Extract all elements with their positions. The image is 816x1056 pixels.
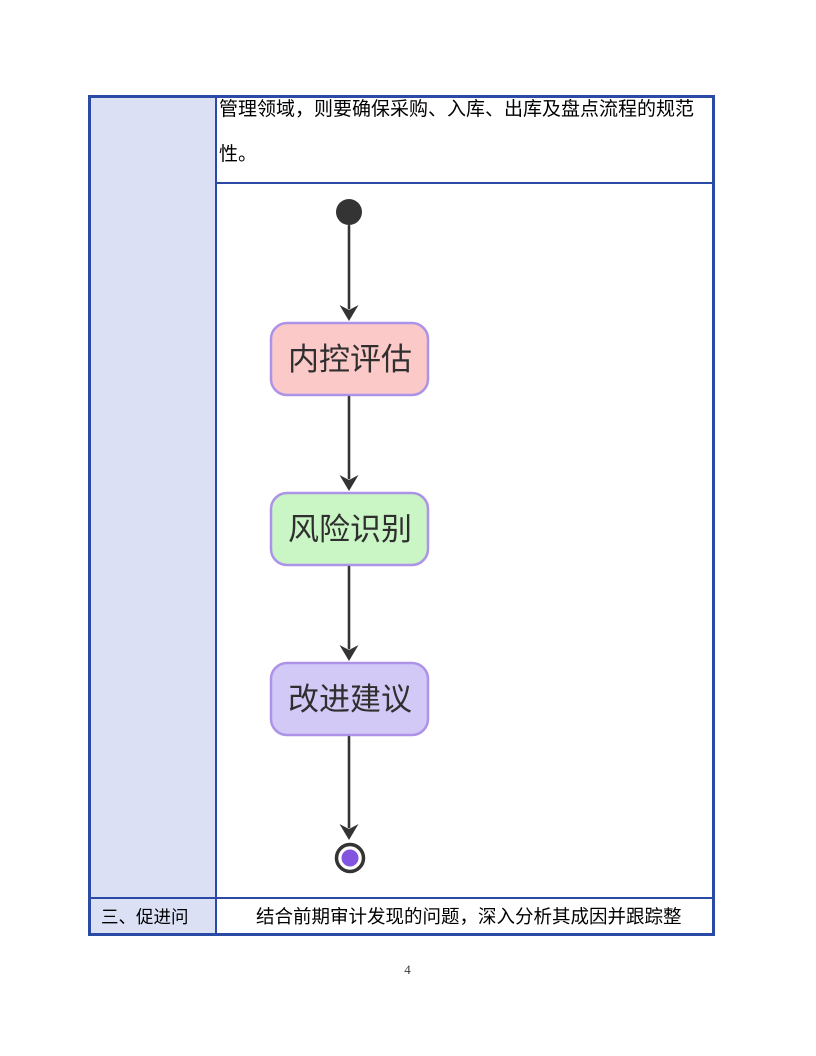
diagram-cell: 内控评估 风险识别 改进建议	[217, 184, 712, 897]
arrowhead-icon-2	[339, 475, 359, 491]
intro-paragraph: 管理领域，则要确保采购、入库、出库及盘点流程的规范 性。	[219, 98, 712, 177]
intro-text-cell: 管理领域，则要确保采购、入库、出库及盘点流程的规范 性。	[217, 98, 712, 184]
section-label: 三、促进问	[101, 906, 189, 927]
arrowhead-icon-1	[339, 305, 359, 321]
flow-node-risk-identification	[269, 491, 430, 567]
page-number: 4	[404, 962, 412, 977]
bottom-text-cell: 结合前期审计发现的问题，深入分析其成因并跟踪整	[217, 899, 712, 933]
flowchart: 内控评估 风险识别 改进建议	[269, 199, 430, 874]
intro-line-2: 性。	[219, 144, 258, 165]
left-column-cell	[91, 98, 217, 897]
flow-node-label: 内控评估	[288, 342, 412, 378]
arrowhead-icon-3	[339, 645, 359, 661]
start-node-icon	[336, 199, 362, 225]
section-label-cell: 三、促进问	[91, 899, 217, 933]
flow-node-label: 风险识别	[288, 512, 412, 548]
flow-node-improvement-suggestion	[269, 661, 430, 737]
content-table: 管理领域，则要确保采购、入库、出库及盘点流程的规范 性。 内控评估 风险识别	[88, 95, 715, 936]
intro-line-1: 管理领域，则要确保采购、入库、出库及盘点流程的规范	[219, 99, 695, 120]
bottom-text: 结合前期审计发现的问题，深入分析其成因并跟踪整	[256, 908, 682, 928]
arrowhead-icon-4	[339, 824, 359, 840]
flow-node-internal-control	[269, 321, 430, 397]
bottom-row: 三、促进问 结合前期审计发现的问题，深入分析其成因并跟踪整	[91, 897, 712, 933]
end-node-core-icon	[341, 849, 359, 867]
flow-node-label: 改进建议	[288, 682, 412, 718]
